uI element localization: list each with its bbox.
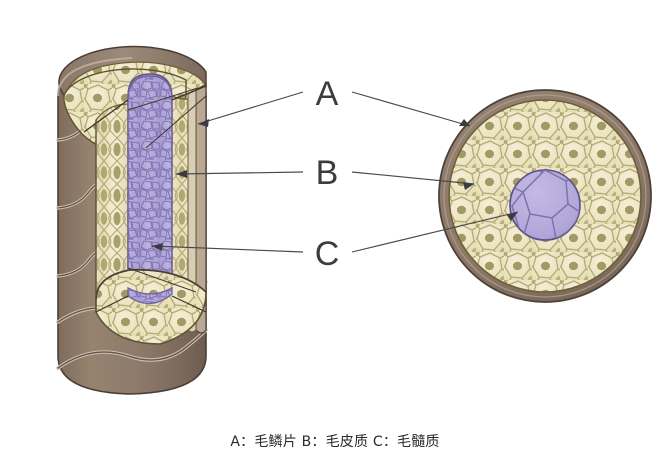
cuticle-ring-highlight xyxy=(443,94,647,298)
label-c: C xyxy=(315,235,340,273)
cutaway-plane-edges xyxy=(83,85,207,313)
bottom-face-medulla xyxy=(127,286,173,305)
figure-caption: A：毛鳞片 B：毛皮质 C：毛髓质 xyxy=(230,434,439,450)
top-face-perspective-edge xyxy=(127,87,199,111)
label-a: A xyxy=(316,75,339,113)
label-b: B xyxy=(316,154,339,192)
cross-section-view xyxy=(438,89,652,303)
longitudinal-cutaway-view xyxy=(56,45,208,395)
shaft-top-highlight xyxy=(57,57,133,97)
top-face-perspective-edge-2 xyxy=(145,95,207,149)
leader-lines xyxy=(151,91,519,253)
bottom-face-rim xyxy=(95,269,207,301)
bottom-face-perspective-edge xyxy=(127,267,197,293)
